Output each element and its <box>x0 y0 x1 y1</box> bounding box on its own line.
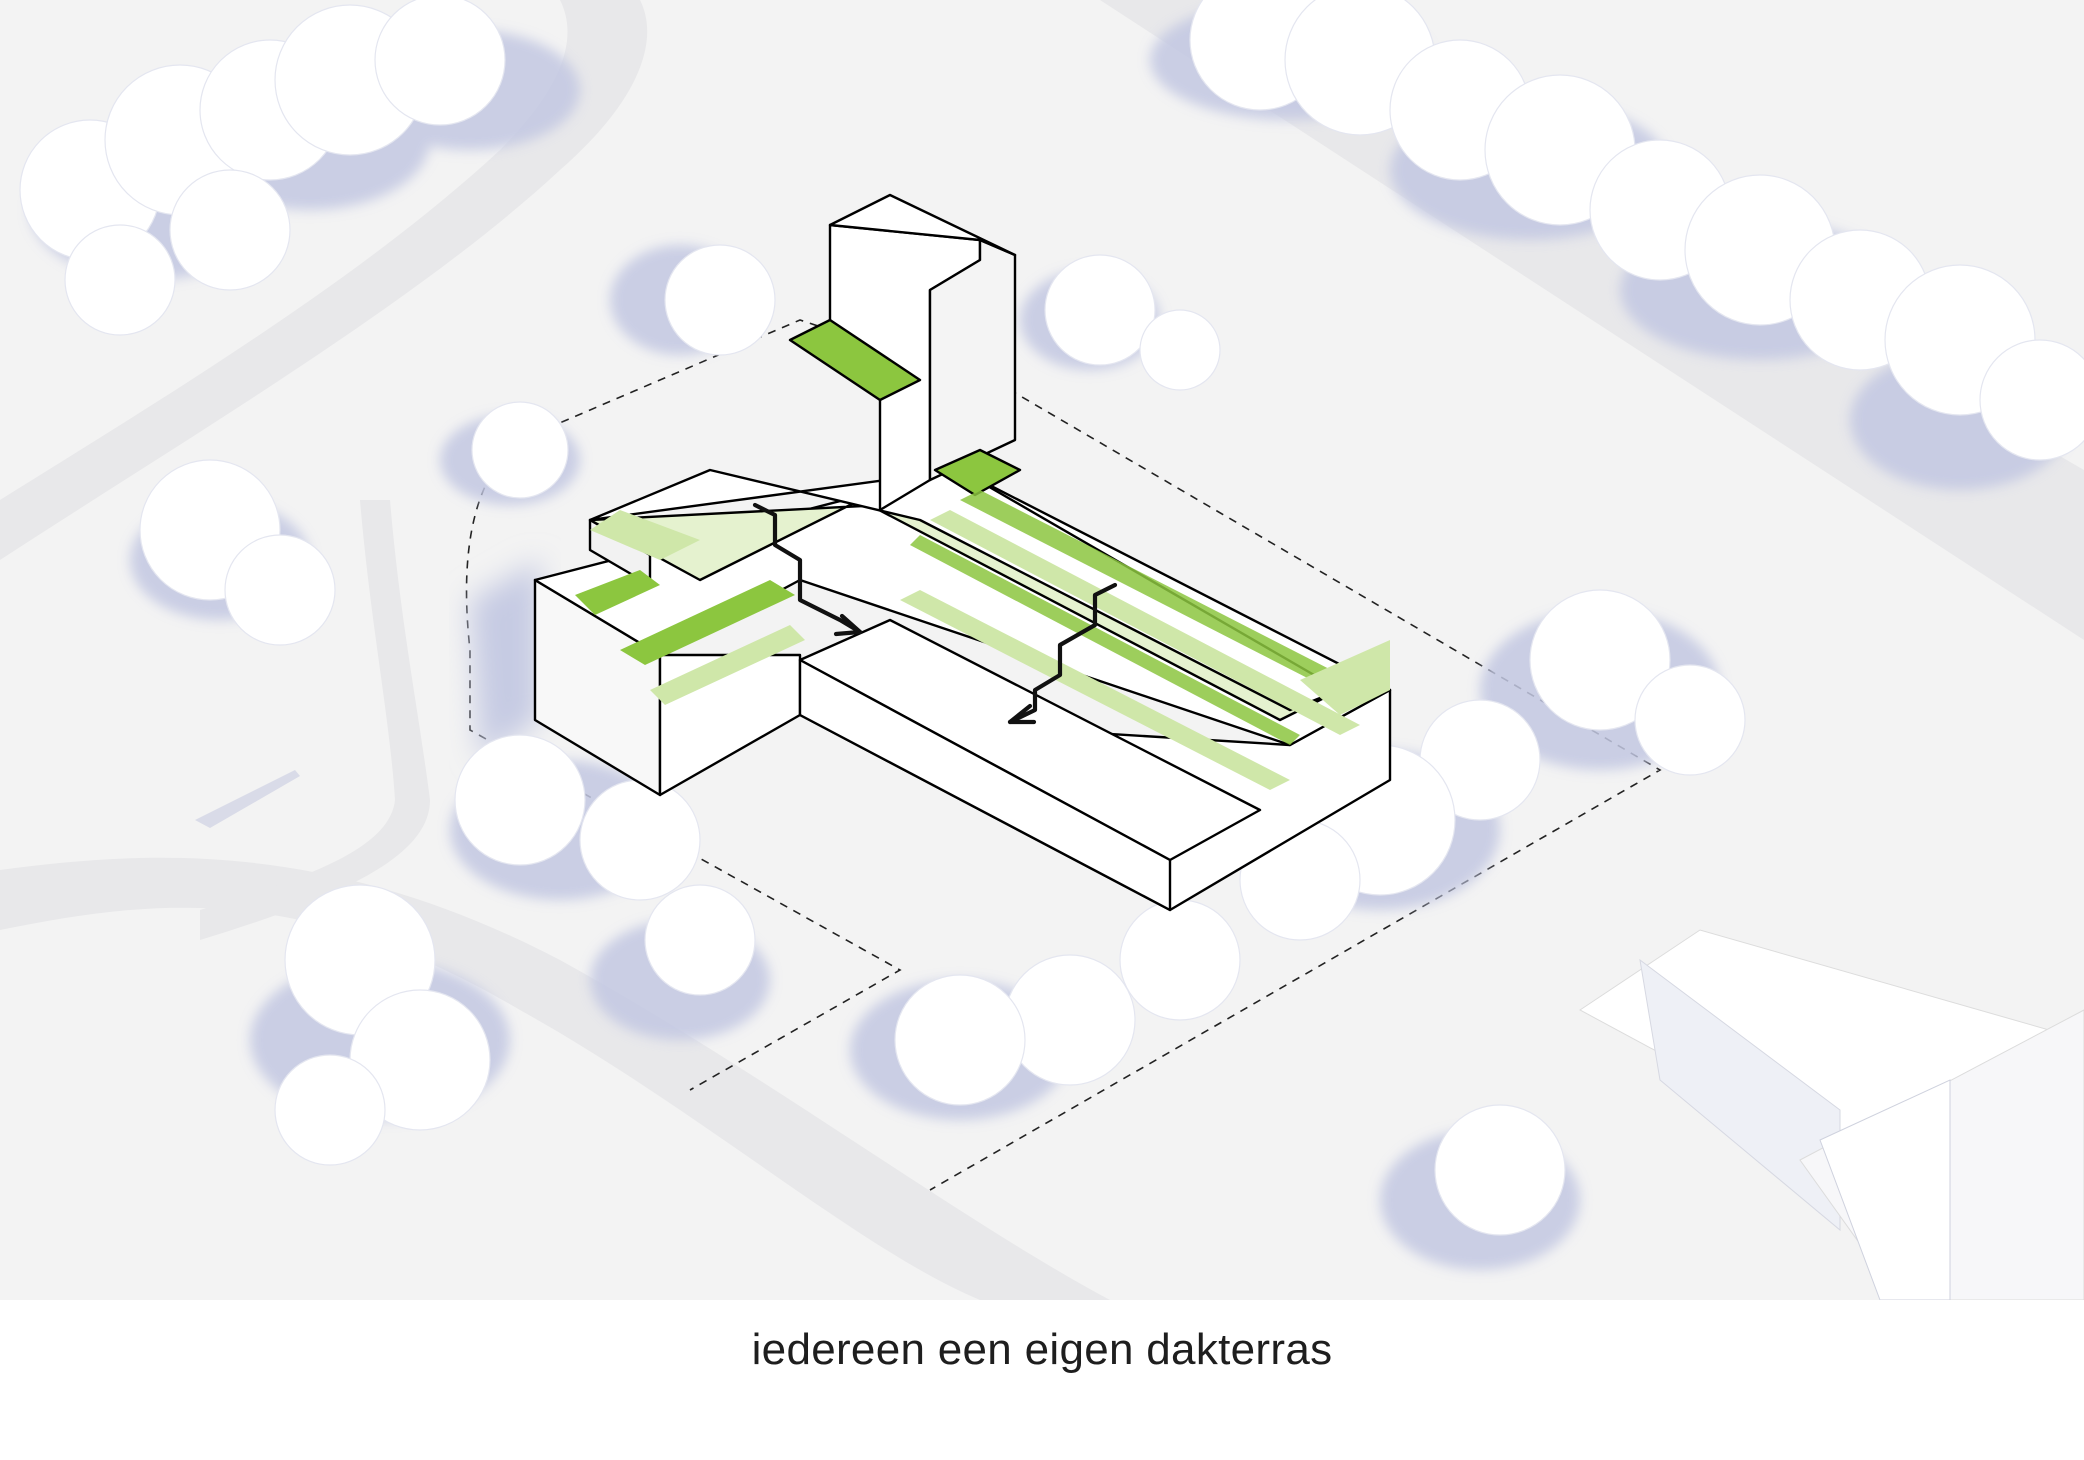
low-wing-front <box>798 658 1172 912</box>
roads <box>0 0 2084 1300</box>
building-shadow <box>470 560 540 760</box>
neighbour-building <box>1579 929 2084 1300</box>
arrow-down-right-icon <box>752 502 863 637</box>
tower-roof <box>828 193 1017 257</box>
roof-terraces <box>575 490 1390 790</box>
arrow-down-left-icon <box>1007 582 1118 725</box>
tower-lower-roof <box>788 318 922 402</box>
diagram-caption: iedereen een eigen dakterras <box>751 1325 1333 1374</box>
trees <box>19 0 2084 1236</box>
small-structure <box>195 770 300 828</box>
site-axonometric-diagram <box>0 0 2084 1300</box>
tower-east-terrace <box>933 448 1022 497</box>
